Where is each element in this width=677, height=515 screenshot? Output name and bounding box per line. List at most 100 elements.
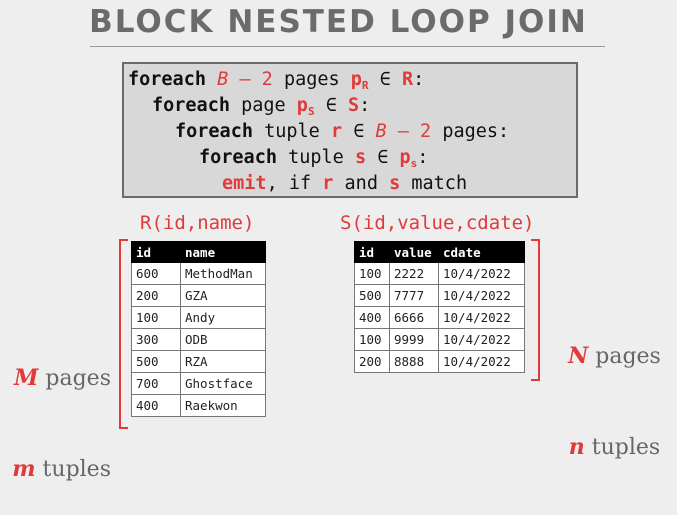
relation-r-name: R(id,name) <box>140 212 255 234</box>
table-cell: 700 <box>131 372 181 395</box>
code-line-4: foreach tuple s ∈ ps: <box>199 147 428 175</box>
column-header: cdate <box>438 241 525 263</box>
column-header: id <box>354 241 390 263</box>
right-bracket <box>531 239 540 381</box>
table-cell: 400 <box>131 394 181 417</box>
var-p: p <box>399 147 411 168</box>
var-s: s <box>389 173 401 194</box>
table-cell: 10/4/2022 <box>438 328 525 351</box>
column-header: value <box>389 241 439 263</box>
pages-text: pages <box>588 344 661 369</box>
table-cell: 500 <box>131 350 181 373</box>
minus-two: – 2 <box>228 69 273 90</box>
code-line-2: foreach page pS ∈ S: <box>152 95 370 123</box>
relation-r: R <box>401 69 414 90</box>
var-p-sub: R <box>361 79 369 92</box>
var-r: r <box>322 173 334 194</box>
table-cell: RZA <box>180 350 266 373</box>
table-cell: 10/4/2022 <box>438 350 525 373</box>
tuples-text: tuples <box>584 435 661 460</box>
var-b: B <box>217 69 229 90</box>
colon: : <box>417 147 429 168</box>
table-cell: 300 <box>131 328 181 351</box>
keyword-foreach: foreach <box>199 147 277 168</box>
var-b: B <box>375 121 387 142</box>
table-cell: 7777 <box>389 284 439 307</box>
table-cell: 8888 <box>389 350 439 373</box>
table-cell: 10/4/2022 <box>438 284 525 307</box>
table-cell: 100 <box>131 306 181 329</box>
var-p-sub: s <box>410 157 418 170</box>
pseudocode-box: foreach B – 2 pages pR ∈ R: foreach page… <box>122 62 578 198</box>
var-p: p <box>296 95 308 116</box>
element-of: ∈ <box>314 95 348 116</box>
element-of: ∈ <box>366 147 400 168</box>
table-cell: 6666 <box>389 306 439 329</box>
code-text: pages: <box>431 121 510 142</box>
keyword-emit: emit <box>222 173 267 194</box>
var-n-pages: N <box>568 343 589 369</box>
table-cell: MethodMan <box>180 262 266 285</box>
minus-two: – 2 <box>386 121 432 142</box>
code-text: , if <box>266 173 323 194</box>
keyword-foreach: foreach <box>175 121 253 142</box>
code-text: and <box>333 173 390 194</box>
table-cell: Ghostface <box>180 372 266 395</box>
keyword-foreach: foreach <box>128 69 206 90</box>
table-cell: ODB <box>180 328 266 351</box>
code-text: match <box>400 173 468 194</box>
relation-s-name: S(id,value,cdate) <box>340 212 535 234</box>
table-header-row: id value cdate <box>354 241 525 263</box>
code-text: tuple <box>252 121 331 142</box>
element-of: ∈ <box>368 69 402 90</box>
code-text: pages <box>272 69 351 90</box>
var-n-tuples: n <box>568 434 585 460</box>
column-header: name <box>180 241 266 263</box>
code-text: page <box>229 95 297 116</box>
s-pages-line: N pages <box>562 341 667 372</box>
table-cell: 10/4/2022 <box>438 262 525 285</box>
code-line-3: foreach tuple r ∈ B – 2 pages: <box>175 121 509 143</box>
table-cell: 400 <box>354 306 390 329</box>
table-cell: 200 <box>354 350 390 373</box>
table-cell: 100 <box>354 262 390 285</box>
var-s: s <box>354 147 367 168</box>
s-size-label: N pages n tuples <box>562 281 667 493</box>
r-tuples-line: m tuples <box>8 454 111 485</box>
r-size-label: M pages m tuples <box>8 303 111 515</box>
table-cell: 100 <box>354 328 390 351</box>
code-line-1: foreach B – 2 pages pR ∈ R: <box>128 69 424 97</box>
var-p: p <box>350 69 362 90</box>
table-cell: 500 <box>354 284 390 307</box>
s-tuples-line: n tuples <box>562 432 667 463</box>
table-cell: GZA <box>180 284 266 307</box>
left-bracket <box>119 239 128 429</box>
pages-text: pages <box>38 366 111 391</box>
table-cell: Raekwon <box>180 394 266 417</box>
code-line-5: emit, if r and s match <box>222 173 467 195</box>
table-cell: 9999 <box>389 328 439 351</box>
colon: : <box>359 95 371 116</box>
table-cell: 10/4/2022 <box>438 306 525 329</box>
code-text: tuple <box>276 147 355 168</box>
slide-title: BLOCK NESTED LOOP JOIN <box>89 4 588 40</box>
var-p-sub: S <box>307 105 315 118</box>
element-of: ∈ <box>342 121 376 142</box>
relation-s: S <box>347 95 360 116</box>
colon: : <box>413 69 425 90</box>
table-header-row: id name <box>131 241 266 263</box>
